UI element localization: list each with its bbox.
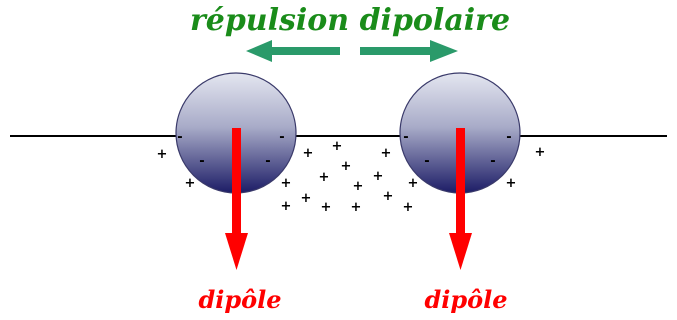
plus-sign: + (408, 176, 419, 191)
dipole-arrow-right (449, 128, 472, 270)
minus-sign: - (403, 130, 408, 145)
plus-sign: + (281, 176, 292, 191)
repulsion-arrow-left (246, 40, 340, 62)
plus-sign: + (281, 199, 292, 214)
plus-sign: + (403, 200, 414, 215)
plus-sign: + (301, 191, 312, 206)
plus-sign: + (303, 146, 314, 161)
plus-sign: + (506, 176, 517, 191)
dipole-label-right: dipôle (424, 285, 507, 314)
minus-sign: - (199, 154, 204, 169)
plus-sign: + (373, 169, 384, 184)
plus-sign: + (319, 170, 330, 185)
plus-charges: + + + + + + + + + + + + + + + + + + + (157, 139, 546, 215)
plus-sign: + (535, 145, 546, 160)
repulsion-arrow-right (360, 40, 458, 62)
plus-sign: + (351, 200, 362, 215)
minus-sign: - (506, 130, 511, 145)
plus-sign: + (332, 139, 343, 154)
plus-sign: + (321, 200, 332, 215)
plus-sign: + (383, 189, 394, 204)
minus-sign: - (424, 154, 429, 169)
plus-sign: + (381, 146, 392, 161)
diagram-title: répulsion dipolaire (190, 3, 510, 38)
dipole-label-left: dipôle (198, 285, 281, 314)
minus-charges: - - - - - - - - (177, 130, 511, 169)
dipole-arrow-left (225, 128, 248, 270)
plus-sign: + (353, 179, 364, 194)
plus-sign: + (185, 176, 196, 191)
minus-sign: - (490, 154, 495, 169)
minus-sign: - (265, 154, 270, 169)
plus-sign: + (157, 147, 168, 162)
plus-sign: + (341, 159, 352, 174)
minus-sign: - (279, 130, 284, 145)
minus-sign: - (177, 130, 182, 145)
